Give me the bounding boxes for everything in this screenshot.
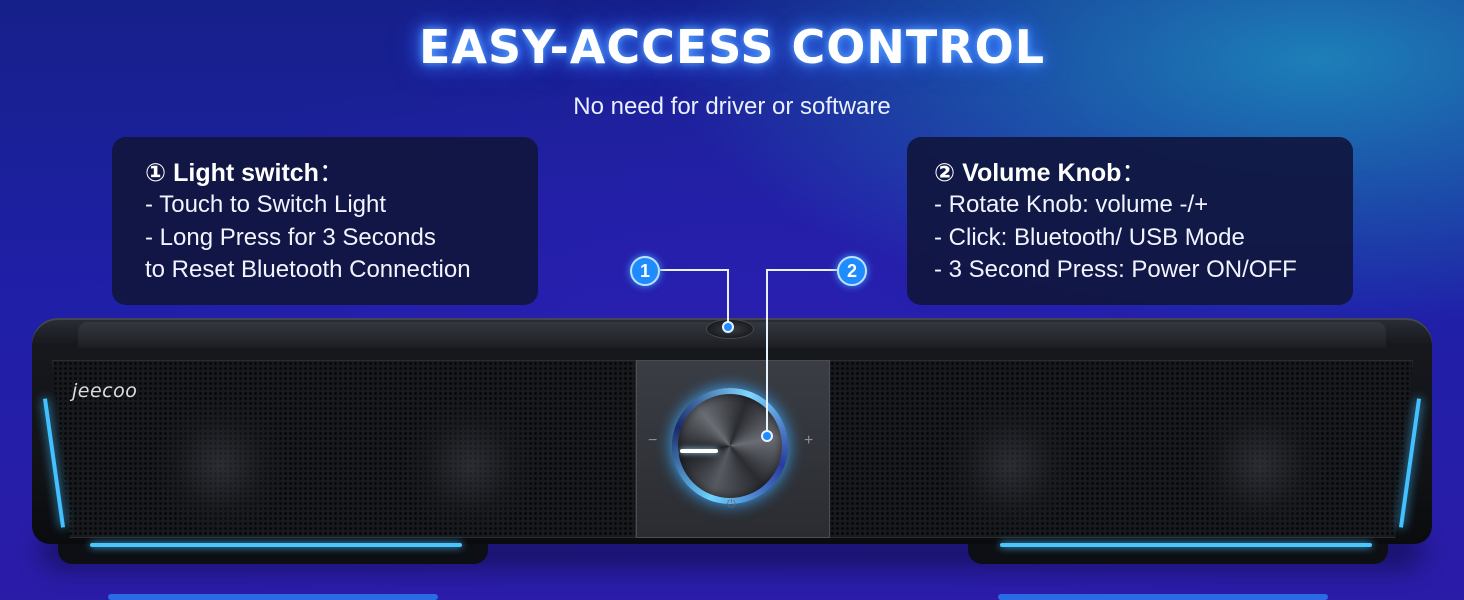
callout-1-leader-h	[660, 269, 729, 271]
heading-colon: ：	[318, 159, 344, 187]
volume-knob-line-1: - Rotate Knob: volume -/+	[934, 191, 1209, 218]
volume-knob-line-3: - 3 Second Press: Power ON/OFF	[934, 256, 1297, 283]
light-switch-line-2: - Long Press for 3 Seconds	[145, 223, 436, 251]
callout-2-leader-h	[766, 269, 838, 271]
light-switch-line-3: to Reset Bluetooth Connection	[145, 256, 471, 283]
rgb-light-bottom-right	[1000, 543, 1372, 547]
callout-2-anchor-dot	[761, 430, 773, 442]
heading-colon: ：	[1121, 159, 1147, 187]
volume-knob[interactable]	[678, 394, 782, 498]
volume-knob-title: Volume Knob	[962, 159, 1122, 187]
page-title: EASY-ACCESS CONTROL	[418, 20, 1046, 74]
page-subtitle: No need for driver or software	[573, 93, 891, 120]
volume-minus-icon: −	[648, 432, 658, 449]
volume-plus-icon: +	[804, 432, 814, 449]
brand-logo: jeecoo	[72, 380, 138, 402]
power-icon: ⏻	[727, 498, 736, 510]
bottom-glow-right	[998, 594, 1328, 600]
callout-badge-1: 1	[630, 256, 660, 286]
number-1-glyph: ①	[145, 159, 167, 187]
callout-1-leader-v	[727, 269, 729, 325]
bottom-glow-left	[108, 594, 438, 600]
light-switch-card: ① Light switch： - Touch to Switch Light …	[112, 137, 538, 305]
callout-2-leader-v	[766, 269, 768, 435]
rgb-light-bottom-left	[90, 543, 462, 547]
light-switch-heading: ① Light switch：	[145, 157, 506, 189]
speaker-driver	[150, 396, 290, 536]
speaker-grille-left	[52, 360, 636, 538]
speaker-driver	[400, 396, 540, 536]
speaker-driver	[940, 396, 1080, 536]
volume-knob-line-2: - Click: Bluetooth/ USB Mode	[934, 223, 1245, 251]
callout-badge-2: 2	[837, 256, 867, 286]
number-2-glyph: ②	[934, 159, 956, 187]
light-switch-line-1: - Touch to Switch Light	[145, 191, 387, 218]
volume-knob-heading: ② Volume Knob：	[934, 157, 1321, 189]
knob-indicator-mark	[680, 449, 718, 453]
volume-knob-card: ② Volume Knob： - Rotate Knob: volume -/+…	[907, 137, 1353, 305]
light-switch-title: Light switch	[173, 159, 319, 187]
callout-1-anchor-dot	[722, 321, 734, 333]
speaker-driver	[1190, 396, 1330, 536]
